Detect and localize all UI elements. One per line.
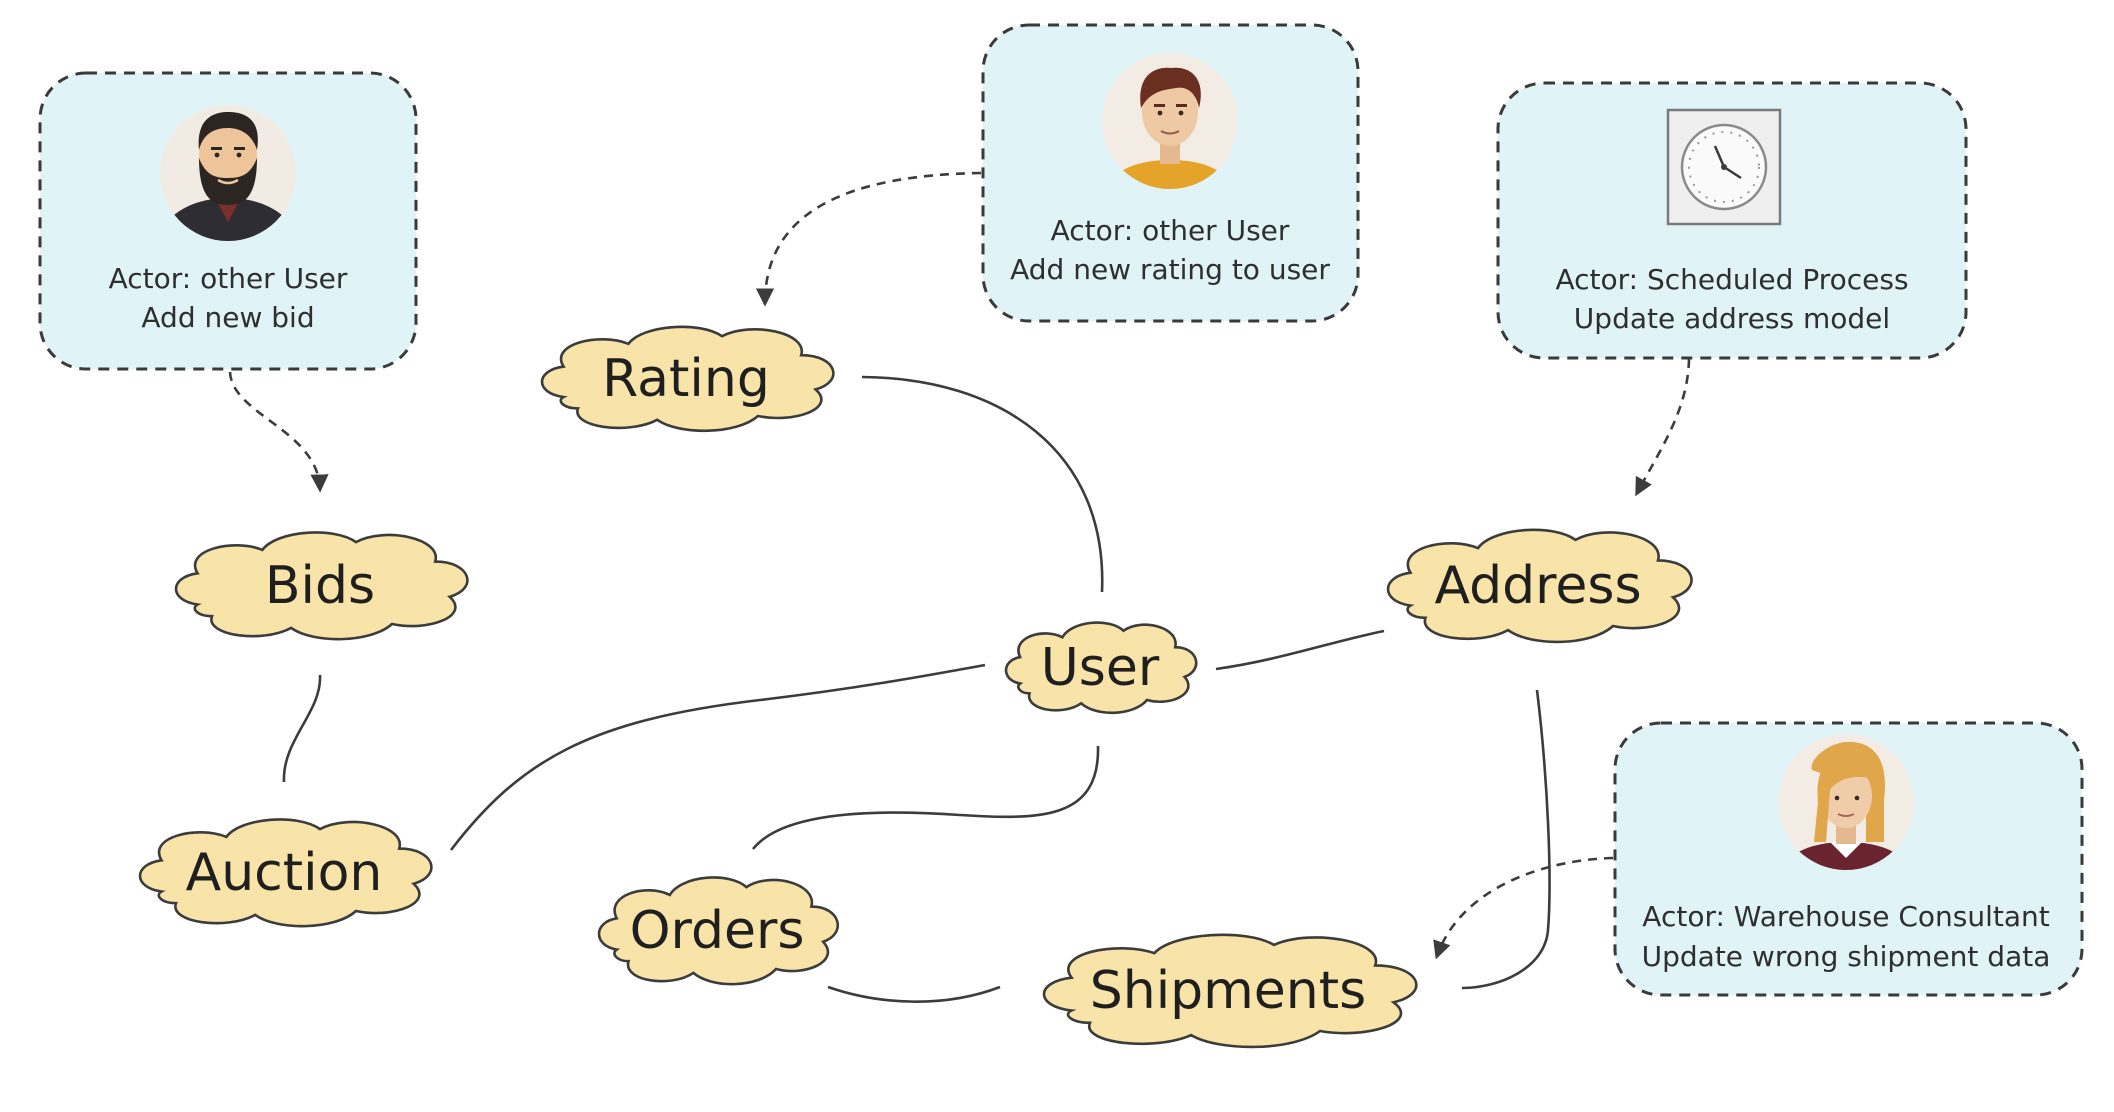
cloud-label: Orders (630, 901, 805, 961)
arrow-rating-actor-to-rating (755, 171, 982, 307)
relation-address-shipments (1461, 689, 1551, 990)
cloud-auction[interactable]: Auction (140, 819, 431, 926)
cloud-label: Bids (265, 556, 375, 616)
relation-user-address (1215, 629, 1385, 671)
arrow-scheduled-actor-to-address (1635, 358, 1691, 497)
relation-rating-user (861, 375, 1104, 593)
arrow-bid-actor-to-bids (228, 371, 329, 493)
actor-action-text: Update wrong shipment data (1642, 940, 2051, 973)
cloud-label: Auction (186, 843, 383, 903)
relation-auction-user (449, 663, 986, 851)
cloud-rating[interactable]: Rating (542, 327, 833, 431)
actor-arrows (228, 171, 1691, 960)
cloud-shipments[interactable]: Shipments (1044, 935, 1416, 1047)
cloud-label: Address (1434, 556, 1641, 616)
relation-user-orders (751, 745, 1100, 850)
clock-icon (1666, 108, 1782, 226)
relation-bids-auction (282, 674, 322, 783)
actor-card-bid: Actor: other User Add new bid (38, 71, 418, 371)
actor-role-text: Actor: other User (1051, 214, 1290, 247)
actor-card-scheduled: Actor: Scheduled Process Update address … (1496, 81, 1968, 360)
woman-avatar-icon (1778, 734, 1914, 870)
cloud-bids[interactable]: Bids (176, 532, 467, 639)
cloud-address[interactable]: Address (1388, 530, 1692, 642)
cloud-orders[interactable]: Orders (599, 877, 838, 984)
relation-lines (282, 375, 1551, 1003)
cloud-label: User (1041, 638, 1160, 698)
actor-role-text: Actor: Warehouse Consultant (1642, 900, 2049, 933)
actor-role-text: Actor: Scheduled Process (1555, 263, 1908, 296)
cloud-label: Rating (602, 349, 770, 409)
arrow-warehouse-actor-to-shipments (1433, 856, 1614, 960)
cloud-label: Shipments (1090, 961, 1367, 1021)
actor-card-warehouse: Actor: Warehouse Consultant Update wrong… (1613, 721, 2084, 997)
actor-action-text: Add new rating to user (1010, 253, 1330, 286)
cloud-user[interactable]: User (1006, 623, 1196, 713)
young-man-avatar-icon (1102, 53, 1238, 189)
actor-role-text: Actor: other User (109, 262, 348, 295)
relation-orders-shipments (827, 985, 1001, 1003)
actor-card-rating: Actor: other User Add new rating to user (981, 23, 1360, 323)
bearded-man-avatar-icon (160, 105, 296, 241)
actor-action-text: Update address model (1574, 302, 1890, 335)
actor-action-text: Add new bid (141, 301, 314, 334)
